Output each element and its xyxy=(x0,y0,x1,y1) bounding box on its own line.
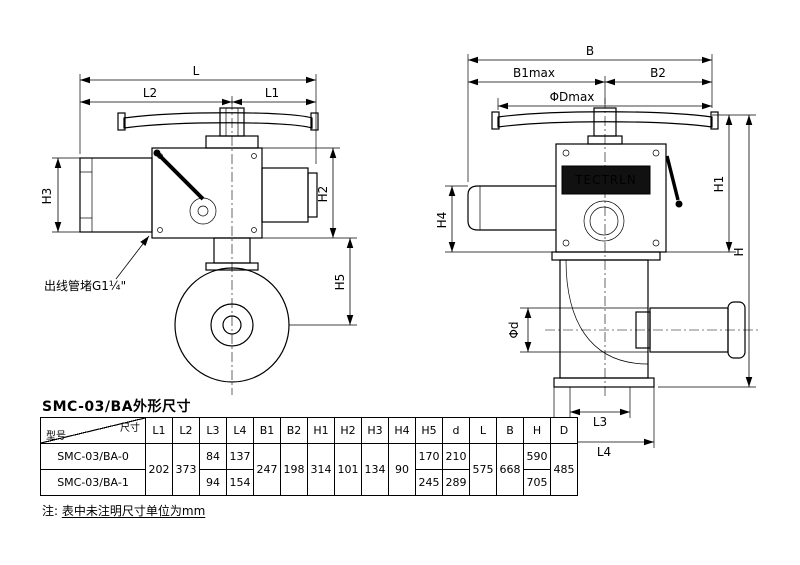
model-name: SMC-03/BA-1 xyxy=(40,469,146,496)
table-cell: 245 xyxy=(415,469,443,496)
front-dimensions: L L2 L1 H3 H2 H5 xyxy=(40,64,357,326)
col-header-B1: B1 xyxy=(253,417,281,444)
table-cell: 289 xyxy=(442,469,470,496)
table-cell: 198 xyxy=(280,443,308,496)
table-cell: 154 xyxy=(226,469,254,496)
dim-label-H4: H4 xyxy=(435,212,449,229)
dim-label-H2: H2 xyxy=(316,186,330,203)
dim-label-L: L xyxy=(193,64,200,78)
table-cell: 202 xyxy=(145,443,173,496)
table-cell: 314 xyxy=(307,443,335,496)
table-cell: 94 xyxy=(199,469,227,496)
dim-label-H5: H5 xyxy=(333,274,347,291)
side-body xyxy=(467,143,667,253)
note-prefix: 注: xyxy=(42,504,59,518)
front-declutch-lever xyxy=(153,149,205,201)
dim-label-L3: L3 xyxy=(593,415,607,429)
cable-gland-label: 出线管堵G1¼" xyxy=(44,278,126,293)
table-cell: 705 xyxy=(523,469,551,496)
nameplate xyxy=(561,165,651,195)
dim-label-L1: L1 xyxy=(265,86,279,100)
col-header-H1: H1 xyxy=(307,417,335,444)
col-header-B: B xyxy=(496,417,524,444)
col-header-H5: H5 xyxy=(415,417,443,444)
dim-label-Dmax: ΦDmax xyxy=(550,90,595,104)
table-cell: 668 xyxy=(496,443,524,496)
dim-label-H: H xyxy=(732,247,746,256)
side-declutch-lever xyxy=(665,155,683,208)
col-header-L3: L3 xyxy=(199,417,227,444)
note-body: 表中未注明尺寸单位为mm xyxy=(61,504,206,518)
dimension-table: 尺寸 型号 L1 L2 L3 L4 B1 B2 H1 H2 H3 H4 H5 d… xyxy=(40,417,578,496)
table-cell: 101 xyxy=(334,443,362,496)
table-cell: 373 xyxy=(172,443,200,496)
table-row: SMC-03/BA-0 202 373 84 137 247 198 314 1… xyxy=(40,443,578,496)
table-cell: 485 xyxy=(550,443,578,496)
side-handwheel xyxy=(491,107,719,145)
table-cell: 247 xyxy=(253,443,281,496)
dim-label-H3: H3 xyxy=(40,188,54,205)
header-row: 尺寸 型号 L1 L2 L3 L4 B1 B2 H1 H2 H3 H4 H5 d… xyxy=(40,417,578,444)
col-header-L4: L4 xyxy=(226,417,254,444)
table-cell: 210 xyxy=(442,443,470,470)
col-header-L: L xyxy=(469,417,497,444)
table-cell: 90 xyxy=(388,443,416,496)
front-body xyxy=(79,135,318,271)
col-header-H3: H3 xyxy=(361,417,389,444)
table-cell: 137 xyxy=(226,443,254,470)
dim-label-phi-d: Φd xyxy=(507,321,521,338)
dim-label-B1max: B1max xyxy=(513,66,555,80)
front-view xyxy=(79,100,319,395)
col-header-L2: L2 xyxy=(172,417,200,444)
section-title: SMC-03/BA外形尺寸 xyxy=(42,399,192,415)
col-header-B2: B2 xyxy=(280,417,308,444)
cable-gland-leader-line xyxy=(115,235,150,280)
table-cell: 84 xyxy=(199,443,227,470)
corner-label-size: 尺寸 xyxy=(120,423,140,434)
table-cell: 590 xyxy=(523,443,551,470)
units-note: 注: 表中未注明尺寸单位为mm xyxy=(42,502,205,519)
dim-label-H1: H1 xyxy=(712,176,726,193)
table-cell: 134 xyxy=(361,443,389,496)
table-row: SMC-03/BA-1 94 154 245 289 705 xyxy=(40,469,578,496)
side-gearbox xyxy=(551,251,746,388)
side-view: TECTRLN xyxy=(467,98,758,398)
col-header-H: H xyxy=(523,417,551,444)
dim-label-L4: L4 xyxy=(597,445,611,459)
corner-label-model: 型号 xyxy=(46,431,66,442)
model-name: SMC-03/BA-0 xyxy=(40,443,146,470)
dim-label-L2: L2 xyxy=(143,86,157,100)
nameplate-text: TECTRLN xyxy=(574,173,637,187)
cable-gland-annotation: 出线管堵G1¼" xyxy=(44,235,150,293)
dim-label-B2: B2 xyxy=(650,66,666,80)
table-cell: 575 xyxy=(469,443,497,496)
corner-cell: 尺寸 型号 xyxy=(40,417,146,444)
side-dimensions: B B1max B2 ΦDmax H1 H H4 Φd L3 L4 xyxy=(435,44,756,459)
col-header-H2: H2 xyxy=(334,417,362,444)
front-handwheel xyxy=(117,107,319,137)
col-header-D: D xyxy=(550,417,578,444)
table-cell: 170 xyxy=(415,443,443,470)
col-header-d: d xyxy=(442,417,470,444)
dim-label-B: B xyxy=(586,44,594,58)
front-details xyxy=(80,108,257,233)
col-header-L1: L1 xyxy=(145,417,173,444)
col-header-H4: H4 xyxy=(388,417,416,444)
side-details xyxy=(479,149,660,247)
